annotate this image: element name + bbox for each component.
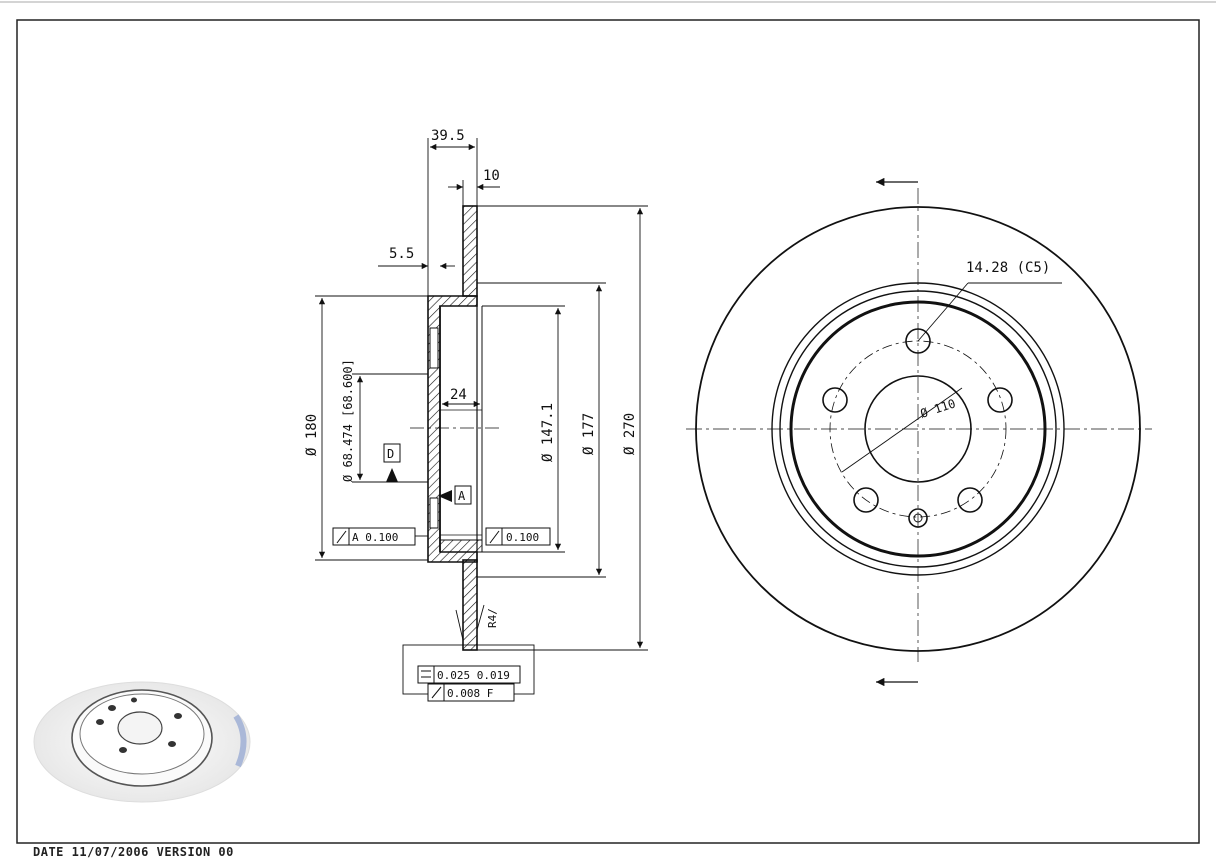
section-dimensions bbox=[315, 138, 648, 651]
disc-thumbnail bbox=[33, 681, 251, 803]
datum-a: A bbox=[438, 485, 472, 505]
dim-overall-width: 39.5 bbox=[431, 128, 465, 144]
dim-hub-bore-depth: 24 bbox=[450, 387, 467, 403]
front-view bbox=[686, 177, 1152, 687]
dim-center-bore: Ø 68.474 [68.600] bbox=[341, 359, 355, 482]
footer-date-version: DATE 11/07/2006 VERSION 00 bbox=[33, 845, 234, 859]
dim-hat-diameter: Ø 180 bbox=[304, 414, 320, 456]
svg-text:0.100: 0.100 bbox=[506, 531, 539, 544]
disc-ring-section bbox=[462, 205, 478, 297]
surface-roughness: R4/ bbox=[486, 608, 499, 628]
dim-inner-diameter: Ø 147.1 bbox=[540, 403, 556, 462]
parallelism-frame: 0.025 0.019 bbox=[402, 644, 535, 695]
svg-text:D: D bbox=[387, 447, 394, 461]
bolt-hole-lower-right bbox=[957, 487, 983, 513]
dim-outer-diameter: Ø 270 bbox=[622, 413, 638, 455]
dim-bolt-hole: 14.28 (C5) bbox=[966, 260, 1050, 276]
dim-center-circle: Ø 110 bbox=[919, 396, 958, 420]
dim-diameter-177: Ø 177 bbox=[581, 413, 597, 455]
dim-hat-wall: 5.5 bbox=[389, 246, 414, 262]
svg-text:0.025 0.019: 0.025 0.019 bbox=[437, 669, 510, 682]
section-view bbox=[410, 205, 500, 651]
flatness-frame: 0.008 F bbox=[427, 683, 515, 702]
svg-text:0.008 F: 0.008 F bbox=[447, 687, 493, 700]
runout-frame-right: 0.100 bbox=[485, 527, 551, 546]
bolt-hole-upper-left bbox=[822, 387, 848, 413]
svg-text:A 0.100: A 0.100 bbox=[352, 531, 398, 544]
bolt-hole-lower-left bbox=[853, 487, 879, 513]
svg-text:A: A bbox=[458, 489, 466, 503]
bolt-hole-upper-right bbox=[987, 387, 1013, 413]
disc-ring-section-lower bbox=[462, 559, 478, 651]
datum-d: D bbox=[383, 443, 428, 483]
drawing-border bbox=[16, 19, 1200, 844]
runout-frame-left: A 0.100 bbox=[332, 527, 428, 546]
dim-disc-thickness: 10 bbox=[483, 168, 500, 184]
